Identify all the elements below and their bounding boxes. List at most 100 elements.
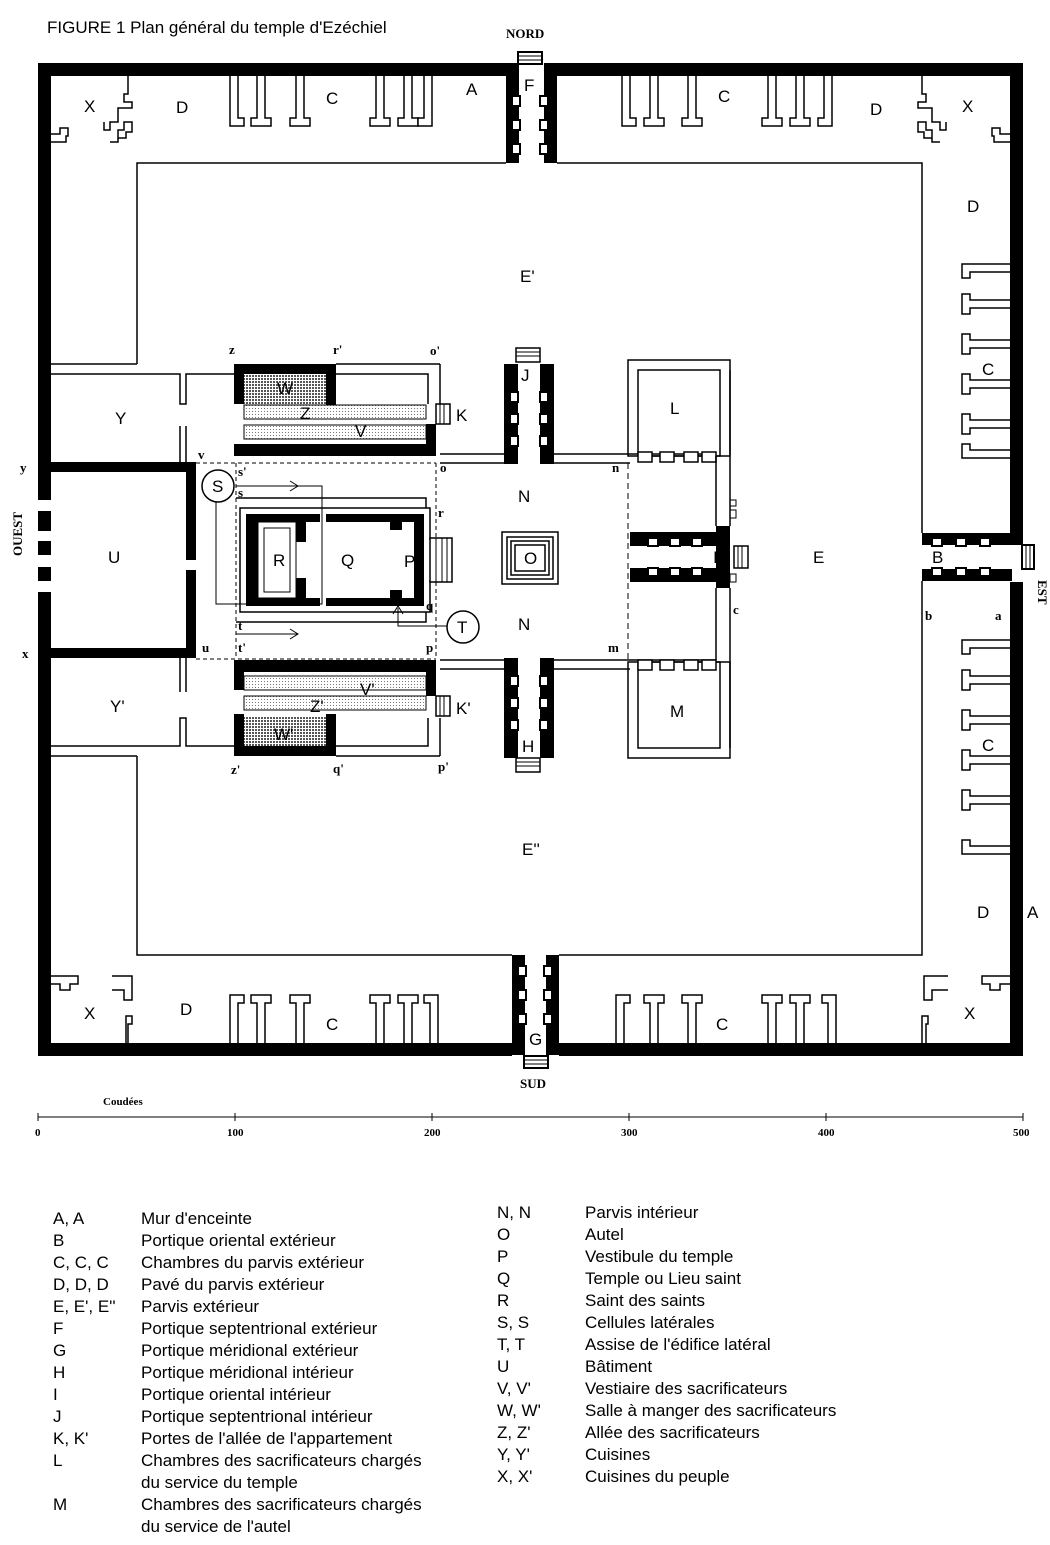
- legend-desc: Autel: [585, 1225, 624, 1244]
- legend-desc: Mur d'enceinte: [141, 1209, 252, 1228]
- marker-o-prime: o': [430, 343, 440, 358]
- scale-tick: 500: [1013, 1127, 1030, 1139]
- marker-a: a: [995, 608, 1002, 623]
- legend-item: P Vestibule du temple: [497, 1246, 836, 1268]
- label-i: I: [713, 548, 718, 567]
- legend-desc: Chambres des sacrificateurs chargés: [141, 1451, 422, 1470]
- label-w: W: [277, 379, 293, 398]
- label-a-right: A: [1027, 903, 1039, 922]
- label-z-prime: Z': [310, 697, 324, 716]
- label-y-prime: Y': [110, 697, 125, 716]
- legend-key: K, K': [53, 1429, 89, 1448]
- label-h: H: [522, 737, 534, 756]
- legend-key: H: [53, 1363, 66, 1382]
- legend-key: R: [497, 1291, 510, 1310]
- legend-desc: Portes de l'allée de l'appartement: [141, 1429, 393, 1448]
- label-e-double-prime: E'': [522, 840, 540, 859]
- marker-n: n: [612, 460, 620, 475]
- label-l: L: [670, 399, 679, 418]
- scale-bar: Coudées 0 100 200 300 400 500: [35, 1096, 1030, 1139]
- legend-item: F Portique septentrional extérieur: [53, 1318, 422, 1340]
- legend-key: F: [53, 1319, 64, 1338]
- legend-item: du service de l'autel: [53, 1516, 422, 1538]
- label-x: X: [964, 1004, 975, 1023]
- label-y: Y: [115, 409, 126, 428]
- marker-b: b: [925, 608, 932, 623]
- legend-key: W, W': [497, 1401, 541, 1420]
- marker-x: x: [22, 646, 29, 661]
- small-letter-markers: a b c m n o o' p p' q q' r r' s s' t t' …: [20, 342, 1002, 777]
- legend-key: T, T: [497, 1335, 526, 1354]
- scale-tick: 300: [621, 1127, 638, 1139]
- label-t: T: [457, 618, 467, 637]
- label-j: J: [521, 366, 530, 385]
- marker-p-prime: p': [438, 759, 449, 774]
- label-o: O: [524, 549, 537, 568]
- legend-key: Q: [497, 1269, 511, 1288]
- marker-s: s: [238, 485, 243, 500]
- label-k: K: [456, 406, 468, 425]
- marker-c: c: [733, 602, 739, 617]
- legend-desc: Vestibule du temple: [585, 1247, 734, 1266]
- label-v-prime: V': [360, 680, 375, 699]
- label-a-top: A: [466, 80, 478, 99]
- label-n: N: [518, 487, 530, 506]
- east-gate-b: [922, 533, 1035, 581]
- legend-desc: Cellules latérales: [585, 1313, 715, 1332]
- marker-m: m: [608, 640, 619, 655]
- legend-key: J: [53, 1407, 62, 1426]
- legend-desc: Parvis extérieur: [141, 1297, 260, 1316]
- legend-desc: Portique septentrional extérieur: [141, 1319, 378, 1338]
- label-z: Z: [300, 404, 310, 423]
- temple: [201, 469, 480, 644]
- label-k-prime: K': [456, 699, 471, 718]
- marker-q: q: [426, 598, 434, 613]
- marker-u: u: [202, 640, 209, 655]
- label-c: C: [982, 360, 994, 379]
- label-c: C: [326, 89, 338, 108]
- legend-desc: Cuisines du peuple: [585, 1467, 730, 1486]
- label-d: D: [176, 98, 188, 117]
- legend-key: X, X': [497, 1467, 533, 1486]
- legend-desc: Portique méridional extérieur: [141, 1341, 359, 1360]
- chambers-l-m: [627, 359, 731, 759]
- scale-tick: 0: [35, 1127, 41, 1139]
- label-d: D: [180, 1000, 192, 1019]
- direction-east: EST: [1035, 580, 1050, 605]
- label-e: E: [813, 548, 824, 567]
- label-c: C: [716, 1015, 728, 1034]
- legend-key: L: [53, 1451, 63, 1470]
- marker-r: r: [438, 505, 444, 520]
- temple-plan: A A B C C C C C C D D D D D E E' E'' F G…: [10, 26, 1050, 1139]
- priests-chambers-north: [234, 363, 451, 456]
- label-f: F: [524, 76, 534, 95]
- scale-tick: 400: [818, 1127, 835, 1139]
- legend-item: E, E', E''Parvis extérieur: [53, 1296, 422, 1318]
- label-s: S: [212, 477, 223, 496]
- scale-unit: Coudées: [103, 1096, 143, 1108]
- marker-o: o: [440, 460, 447, 475]
- direction-west: OUEST: [10, 512, 25, 556]
- inner-gate-j: [504, 347, 554, 464]
- marker-z: z: [229, 342, 235, 357]
- chambers-c-top: [229, 76, 833, 127]
- marker-r-prime: r': [333, 342, 342, 357]
- legend-item: du service du temple: [53, 1472, 422, 1494]
- marker-s-prime: s': [238, 464, 247, 479]
- legend-key: V, V': [497, 1379, 531, 1398]
- legend-desc: Salle à manger des sacrificateurs: [585, 1401, 837, 1420]
- legend-key: P: [497, 1247, 509, 1266]
- label-b: B: [932, 548, 943, 567]
- legend-desc: Cuisines: [585, 1445, 651, 1464]
- priests-chambers-south: [234, 660, 451, 757]
- marker-q-prime: q': [333, 761, 344, 776]
